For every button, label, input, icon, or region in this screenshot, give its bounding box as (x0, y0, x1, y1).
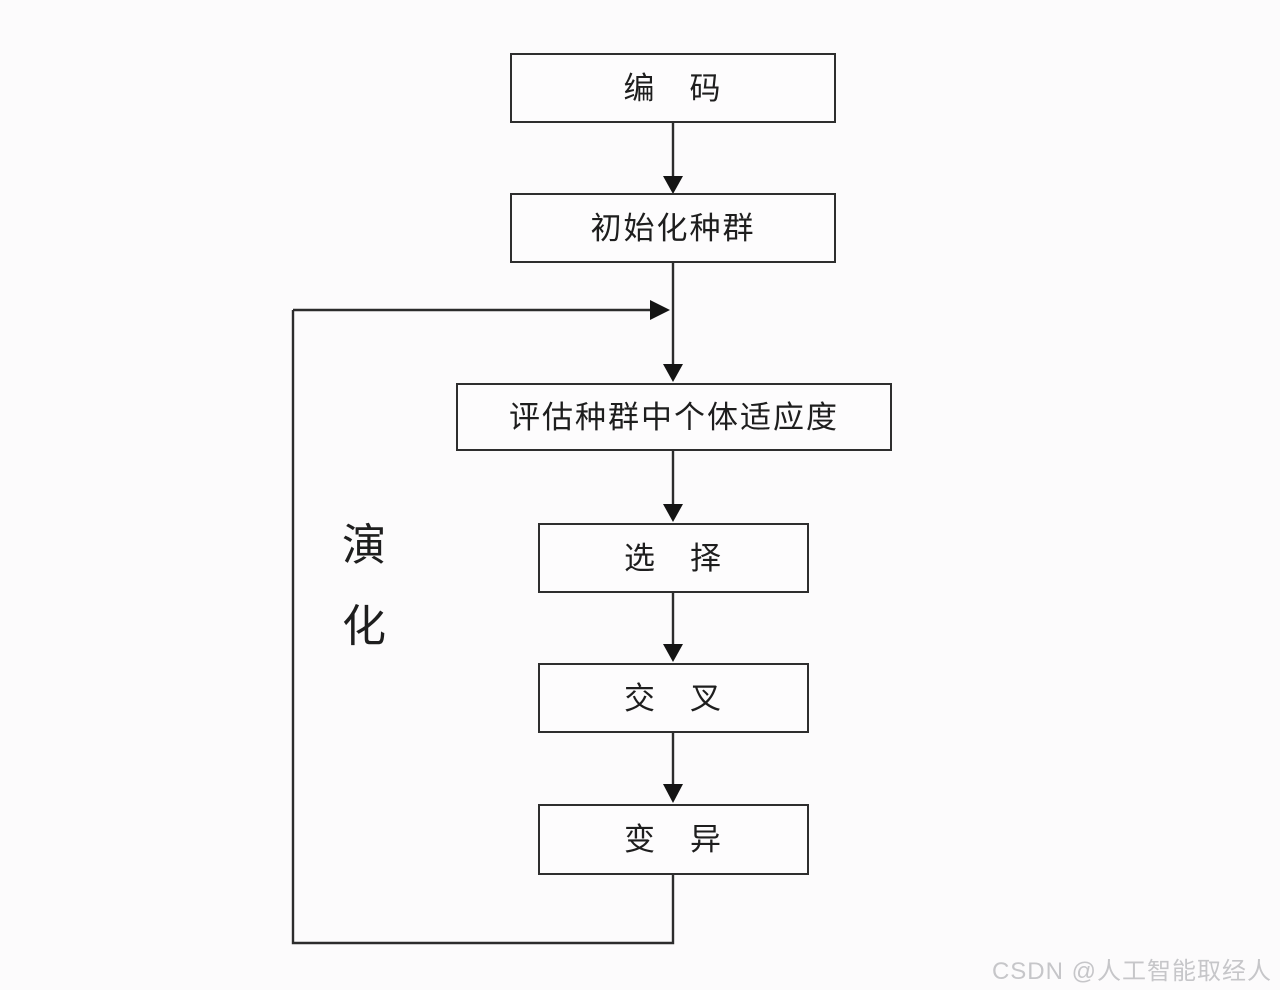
loop-label-evolution-char2: 化 (342, 602, 386, 651)
flow-node-crossover-label: 交 叉 (624, 680, 723, 716)
watermark-text: CSDN @人工智能取经人 (991, 958, 1272, 985)
flow-node-encoding: 编 码 (510, 53, 836, 123)
flow-node-initialize-population-label: 初始化种群 (590, 210, 756, 246)
flow-node-initialize-population: 初始化种群 (510, 193, 836, 263)
flow-node-selection: 选 择 (538, 523, 809, 593)
flow-node-encoding-label: 编 码 (623, 70, 723, 106)
flow-node-mutation: 变 异 (538, 804, 809, 875)
connector-evaluate-to-selection (663, 451, 683, 522)
flow-node-crossover: 交 叉 (538, 663, 809, 733)
loop-label-evolution-char1: 演 (342, 521, 386, 570)
flow-node-evaluate-fitness-label: 评估种群中个体适应度 (509, 399, 839, 435)
loop-label-evolution: 演 化 (336, 524, 392, 649)
connector-init-to-evaluate (663, 263, 683, 382)
flow-node-selection-label: 选 择 (624, 540, 723, 576)
flow-node-mutation-label: 变 异 (624, 822, 723, 857)
flow-node-evaluate-fitness: 评估种群中个体适应度 (456, 383, 892, 451)
connector-loopback-arrow (293, 300, 670, 320)
connector-selection-to-crossover (663, 593, 683, 662)
connector-encoding-to-init (663, 123, 683, 194)
connector-crossover-to-mutation (663, 733, 683, 803)
connector-mutation-loopback (291, 310, 675, 945)
